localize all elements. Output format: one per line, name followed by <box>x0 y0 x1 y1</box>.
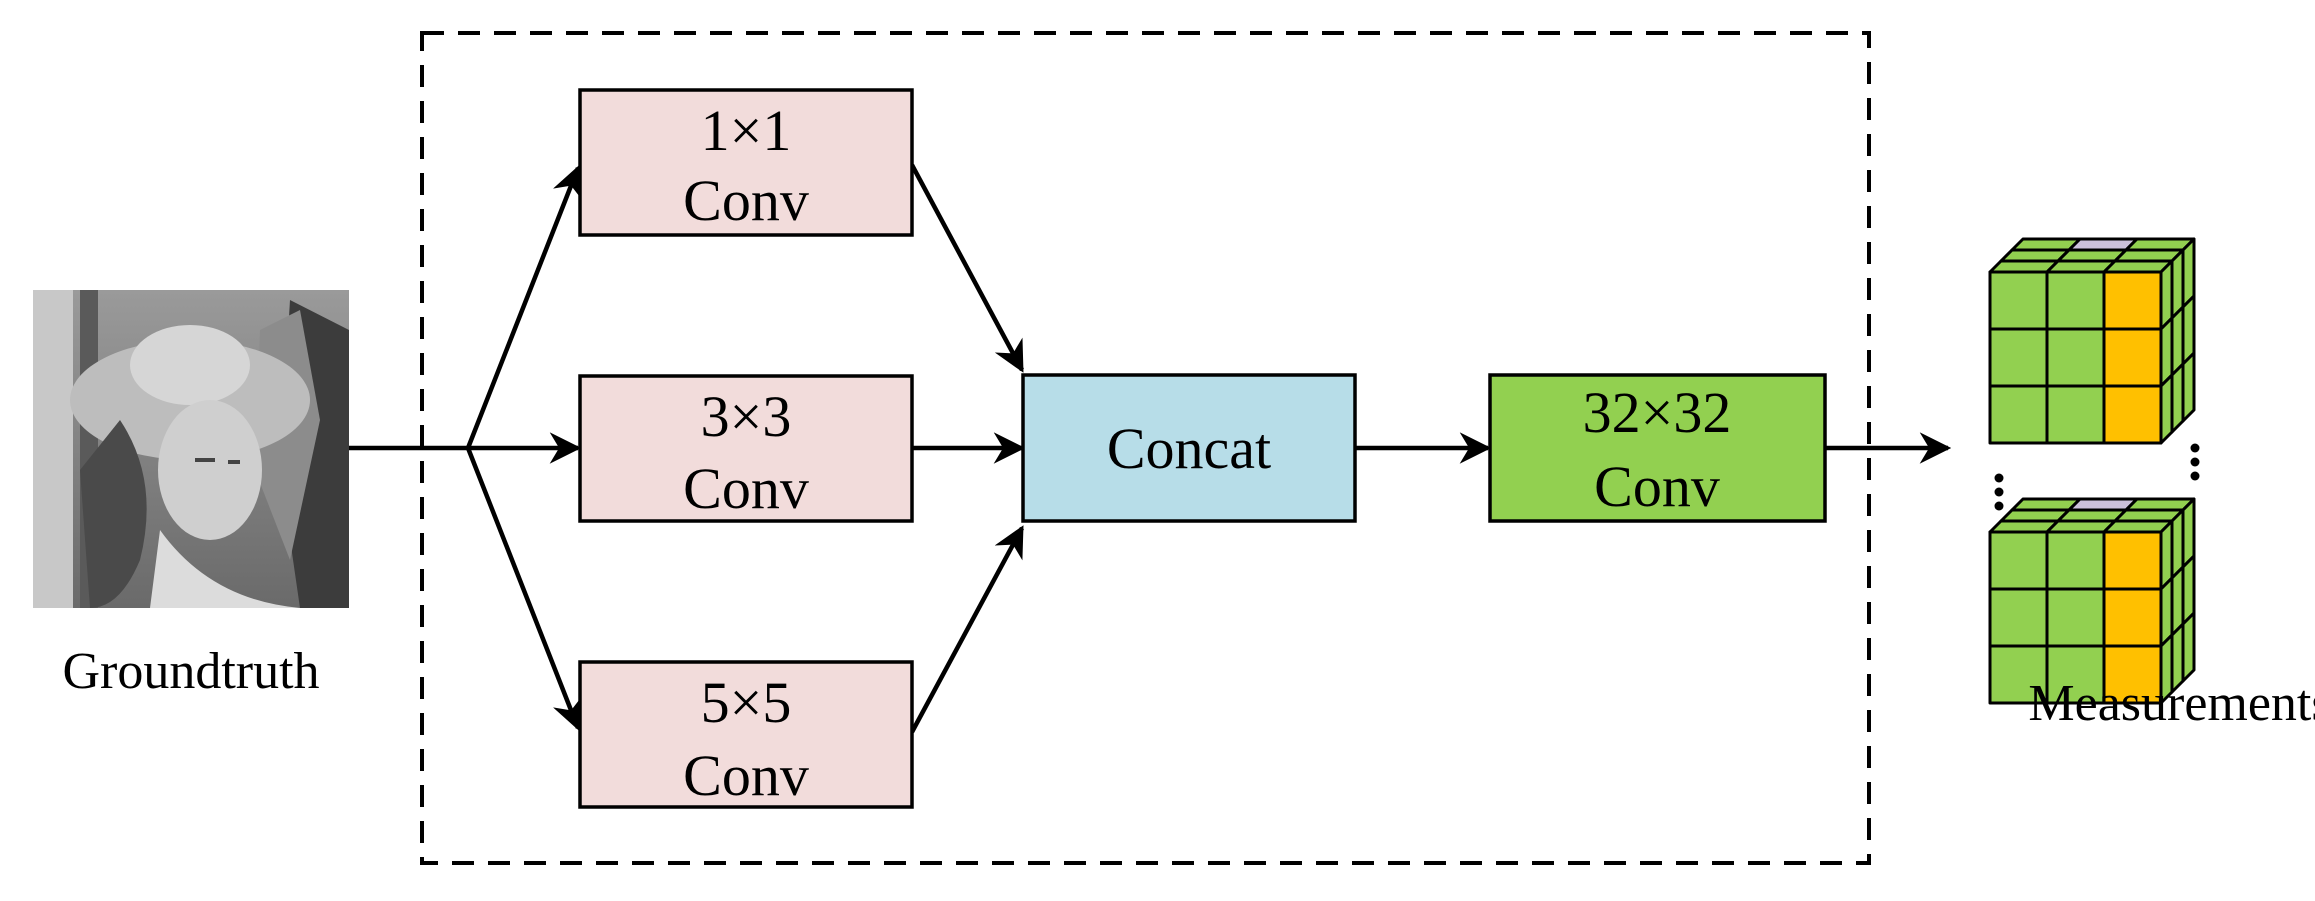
arrow-to-5x5 <box>465 447 583 731</box>
connectors <box>349 163 1952 734</box>
measurements-caption: Measurements <box>2028 675 2315 732</box>
concat-label: Concat <box>1107 416 1271 481</box>
branch-5x5-size: 5×5 <box>701 670 792 735</box>
arrow-5x5-to-concat <box>910 525 1024 734</box>
concat-box: Concat <box>1021 373 1357 523</box>
branch-1x1-size: 1×1 <box>701 98 792 163</box>
final-conv-box: 32×32 Conv <box>1488 373 1827 523</box>
final-conv-op: Conv <box>1594 454 1720 519</box>
branch-3x3-size: 3×3 <box>701 384 792 449</box>
final-conv-size: 32×32 <box>1583 380 1732 445</box>
measurement-cube-bottom <box>1988 497 2196 705</box>
groundtruth-caption: Groundtruth <box>62 643 319 700</box>
groundtruth-image <box>33 290 349 608</box>
branch-5x5-conv-box: 5×5 Conv <box>578 660 914 809</box>
arrow-to-1x1 <box>465 165 583 449</box>
arrow-1x1-to-concat <box>910 163 1024 373</box>
branch-1x1-conv-box: 1×1 Conv <box>578 88 914 237</box>
ellipsis-dots <box>1994 443 2200 511</box>
branch-3x3-conv-box: 3×3 Conv <box>578 374 914 523</box>
measurement-cube-top <box>1988 237 2196 445</box>
branch-5x5-op: Conv <box>683 743 809 808</box>
branch-1x1-op: Conv <box>683 168 809 233</box>
module-dashed-frame <box>420 31 1871 865</box>
branch-3x3-op: Conv <box>683 456 809 521</box>
